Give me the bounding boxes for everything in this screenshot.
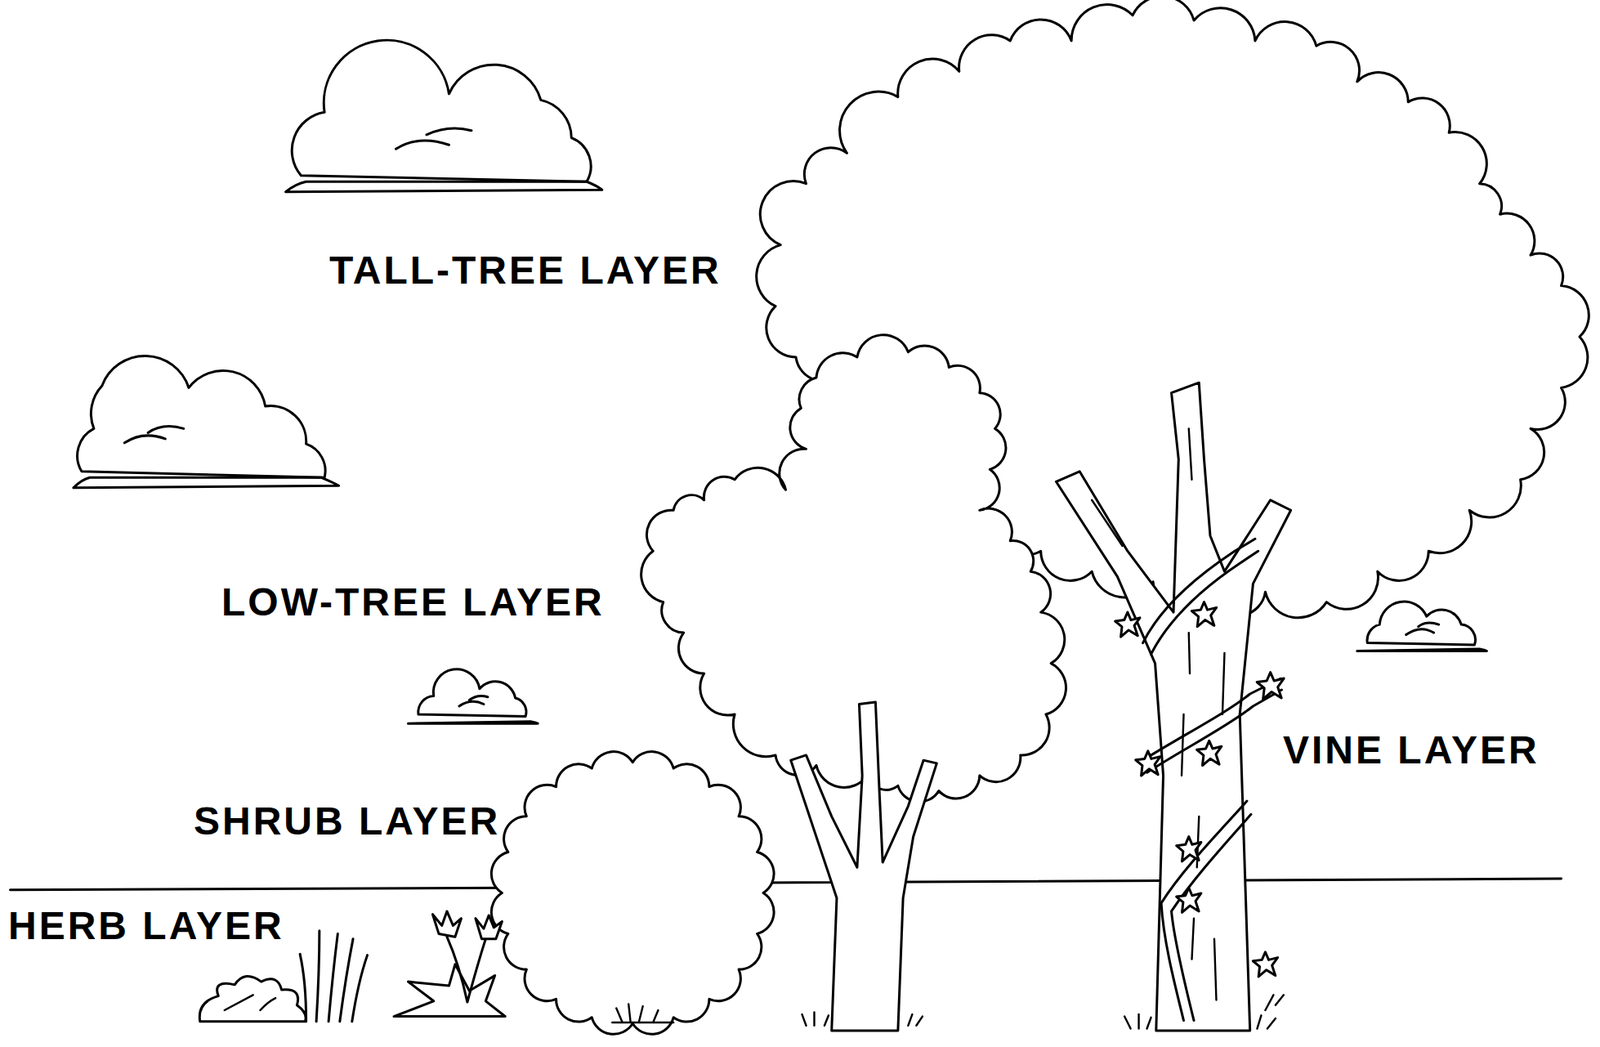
- layer-label: LOW-TREE LAYER: [221, 582, 605, 622]
- low-tree-canopy: [641, 335, 1067, 802]
- cloud-outline: [291, 40, 591, 182]
- cloud-outline: [77, 355, 326, 478]
- cloud-detail: [459, 696, 488, 707]
- cloud-detail: [124, 426, 184, 443]
- vine-leaf: [1191, 602, 1216, 627]
- vine-stem: [1151, 550, 1259, 654]
- flower-stem: [446, 936, 486, 1002]
- vine-leaf: [1197, 740, 1222, 765]
- shrub: [491, 751, 774, 1035]
- flower-head: [432, 911, 461, 937]
- low-tree-trunk: [791, 701, 938, 1031]
- vine-stem: [1143, 538, 1256, 643]
- vine-leaf: [1176, 887, 1202, 912]
- cloud-outline: [418, 669, 527, 717]
- cloud-base: [1357, 648, 1488, 651]
- bark-line: [1091, 428, 1225, 1000]
- cloud: [407, 669, 538, 724]
- cloud-detail: [1406, 622, 1440, 635]
- grass-tuft: [612, 994, 1284, 1028]
- herb-rosette-vein: [224, 994, 276, 1011]
- vine-leaf: [1252, 951, 1278, 977]
- cloud-base: [286, 181, 603, 192]
- vine-stem: [1171, 813, 1252, 1020]
- layer-label: TALL-TREE LAYER: [329, 250, 722, 291]
- cloud: [73, 355, 340, 488]
- vine-leaf: [1115, 612, 1140, 637]
- grass-blade: [299, 930, 367, 1022]
- layer-label: SHRUB LAYER: [193, 801, 501, 841]
- vine-leaf: [1135, 750, 1161, 776]
- layer-label: HERB LAYER: [8, 906, 285, 946]
- vine: [1115, 538, 1284, 1020]
- cloud-outline: [1367, 601, 1475, 645]
- cloud-base: [407, 721, 538, 724]
- ground-line: [9, 878, 1561, 890]
- flower-head: [475, 915, 502, 939]
- vine-leaf: [1256, 672, 1284, 700]
- flower-leaves: [393, 964, 506, 1017]
- tall-tree-trunk: [1055, 382, 1291, 1031]
- cloud-base: [73, 477, 340, 488]
- vine-leaf: [1176, 836, 1202, 862]
- cloud: [1357, 601, 1488, 652]
- cloud-detail: [396, 128, 472, 149]
- vine-stem: [1147, 689, 1283, 773]
- cloud: [286, 40, 603, 193]
- layer-label: VINE LAYER: [1282, 730, 1540, 770]
- herb-rosette: [199, 975, 306, 1021]
